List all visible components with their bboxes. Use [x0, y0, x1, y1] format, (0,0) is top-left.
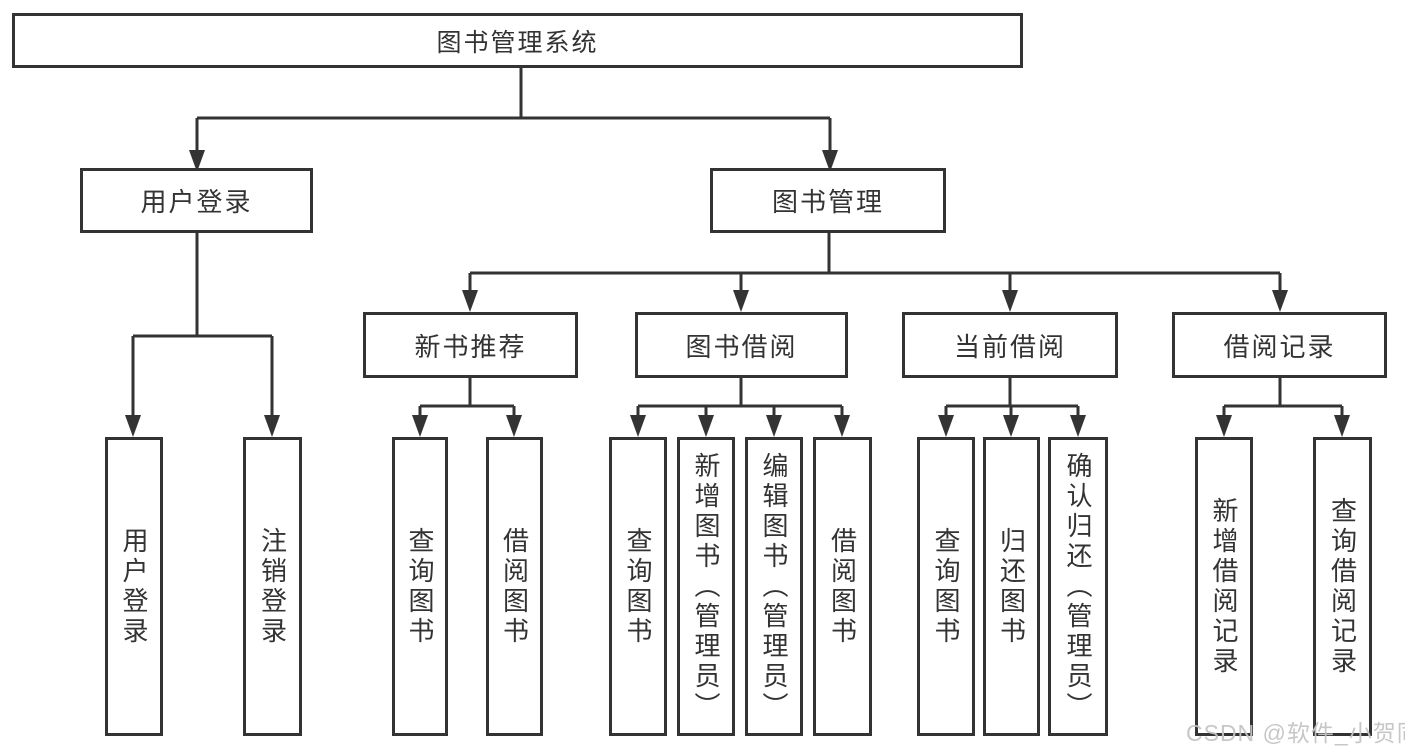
node-label: 查询图书 [931, 526, 961, 647]
node-label: 用户登录 [140, 187, 253, 217]
node-root-system: 图书管理系统 [12, 13, 1023, 68]
node-new-book-recommend: 新书推荐 [363, 312, 578, 378]
leaf-query-borrow-record: 查询借阅记录 [1313, 437, 1372, 736]
node-label: 归还图书 [996, 526, 1027, 647]
node-label: 借阅记录 [1223, 331, 1336, 362]
node-label: 查询借阅记录 [1327, 496, 1358, 677]
leaf-borrow-book: 借阅图书 [813, 437, 872, 736]
node-label: 新书推荐 [414, 331, 527, 362]
node-label: 新增借阅记录 [1209, 496, 1239, 677]
node-label: 确认归还（管理员） [1063, 451, 1093, 722]
node-label: 查询图书 [623, 526, 653, 647]
node-book-borrow: 图书借阅 [635, 312, 848, 378]
node-label: 当前借阅 [953, 331, 1066, 362]
node-user-login-branch: 用户登录 [80, 168, 313, 233]
node-book-management-branch: 图书管理 [710, 168, 946, 233]
node-label: 图书借阅 [685, 331, 798, 362]
node-label: 用户登录 [119, 526, 149, 647]
leaf-logout: 注销登录 [243, 437, 302, 736]
leaf-confirm-return-admin: 确认归还（管理员） [1048, 437, 1108, 736]
leaf-return-book: 归还图书 [983, 437, 1040, 736]
csdn-watermark: CSDN @软件_小贺同学 [1186, 720, 1405, 746]
leaf-edit-book-admin: 编辑图书（管理员） [745, 437, 803, 736]
leaf-query-book-current: 查询图书 [917, 437, 975, 736]
node-label: 编辑图书（管理员） [759, 451, 789, 722]
leaf-user-login: 用户登录 [105, 437, 163, 736]
node-label: 借阅图书 [499, 526, 530, 647]
node-label: 查询图书 [405, 526, 435, 647]
node-borrow-record: 借阅记录 [1172, 312, 1387, 378]
node-label: 借阅图书 [827, 526, 858, 647]
leaf-query-book-recommend: 查询图书 [392, 437, 448, 736]
node-label: 图书管理系统 [436, 28, 599, 57]
node-label: 新增图书（管理员） [691, 451, 721, 722]
leaf-borrow-book-recommend: 借阅图书 [486, 437, 543, 736]
leaf-add-book-admin: 新增图书（管理员） [677, 437, 735, 736]
leaf-query-book-borrow: 查询图书 [609, 437, 667, 736]
node-current-borrow: 当前借阅 [902, 312, 1118, 378]
node-label: 注销登录 [257, 526, 288, 647]
leaf-add-borrow-record: 新增借阅记录 [1195, 437, 1253, 736]
node-label: 图书管理 [771, 187, 884, 217]
